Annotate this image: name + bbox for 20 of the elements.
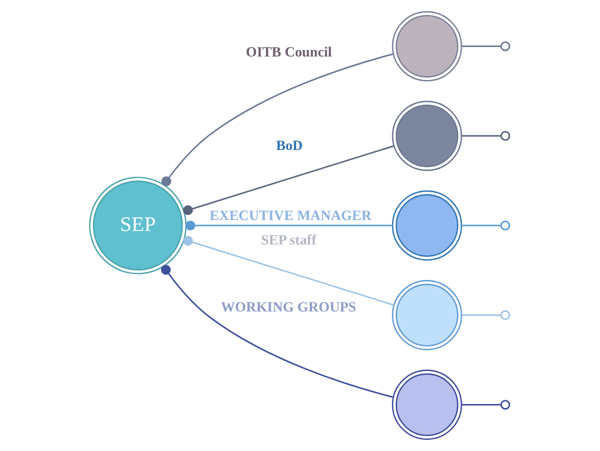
connector (160, 264, 394, 398)
connector (462, 46, 502, 48)
edge-label: WORKING GROUPS (220, 299, 356, 316)
node-circle (392, 11, 462, 82)
connector (462, 404, 502, 406)
node-circle (392, 280, 462, 350)
edge-label: SEP staff (260, 232, 316, 248)
edge-label: BoD (276, 138, 303, 154)
connector (462, 314, 502, 316)
connector (183, 236, 394, 306)
node-circle (392, 190, 462, 261)
node-circle (392, 370, 462, 440)
node-circle (392, 100, 462, 171)
connector (462, 135, 502, 137)
edge-label: EXECUTIVE MANAGER (210, 208, 372, 224)
connector (186, 220, 392, 230)
connector (183, 145, 394, 216)
connector (462, 224, 502, 226)
edge-label: OITB Council (246, 44, 332, 61)
connector (161, 53, 394, 186)
